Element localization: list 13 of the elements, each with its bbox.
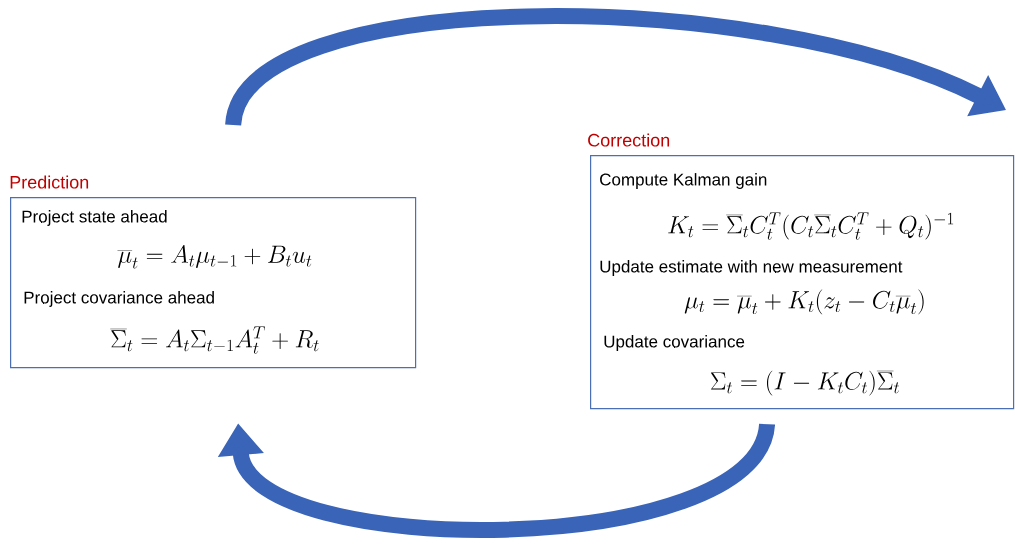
equation: $\mu_t = \overline{\mu}_t + K_t (z_t - C_t \overline{\mu}_t)$ <box>684 289 924 315</box>
equation: $\overline{\mu}_t = A_t \mu_{t-1} + B_t u_t$ <box>117 244 312 269</box>
step-label: Project covariance ahead <box>24 291 214 307</box>
step-label: Update estimate with new measurement <box>600 260 903 276</box>
cycle-arrow <box>217 421 775 538</box>
step-label: Update covariance <box>604 335 745 351</box>
equation: $K_t = \overline{\Sigma}_t C_t^T (C_t \overline{\Sigma}_t C_t^T + Q_t)^{-1}$ <box>668 212 954 240</box>
equation: $\overline{\Sigma}_t = A_t \Sigma_{t-1} A_t^T + R_t$ <box>110 326 319 354</box>
section-heading: Correction <box>588 133 670 147</box>
equation: $\Sigma_t = (I - K_t C_t) \overline{\Sigma}_t$ <box>711 370 900 396</box>
section-heading: Prediction <box>10 175 89 189</box>
step-label: Compute Kalman gain <box>600 173 767 189</box>
step-label: Project state ahead <box>22 210 167 226</box>
